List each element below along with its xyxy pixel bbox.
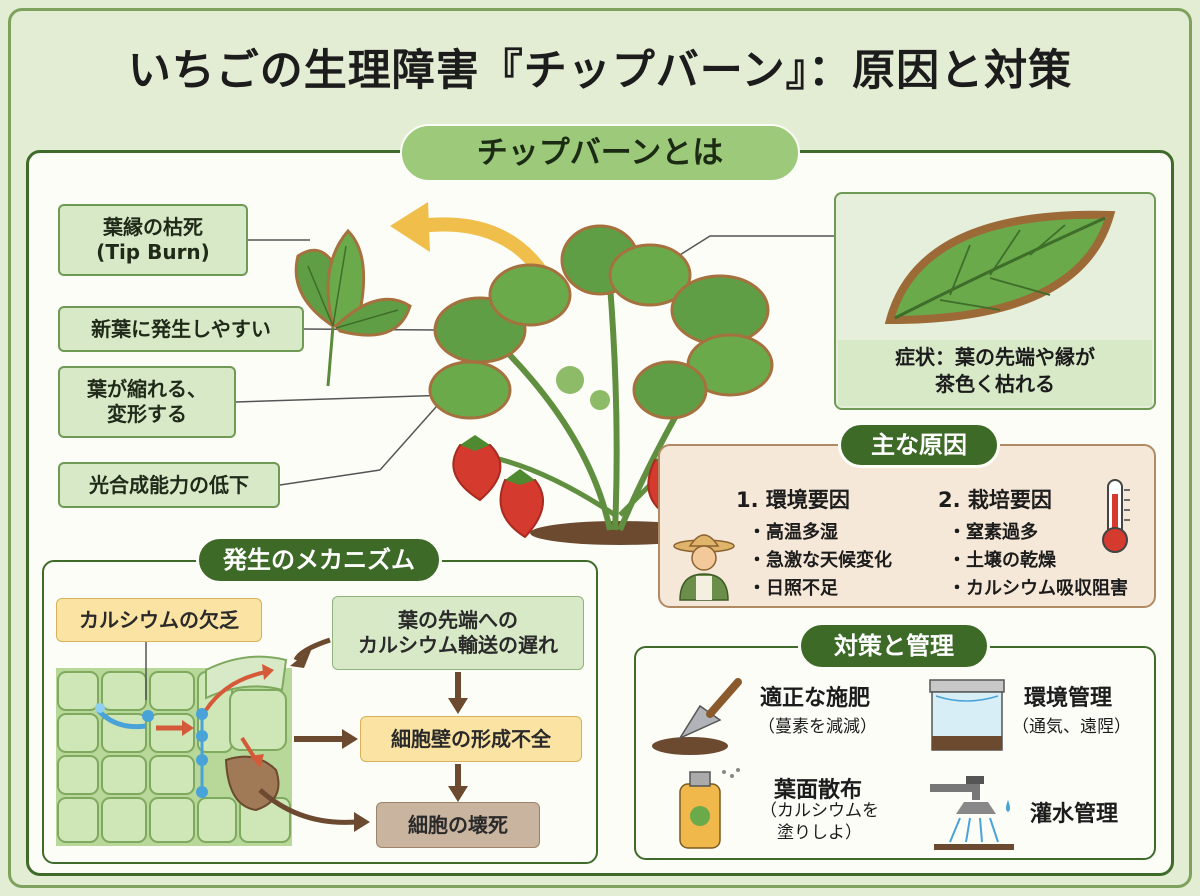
leaf-cell-illustration — [56, 655, 292, 846]
farmer-icon — [673, 534, 735, 601]
env-factor-item-2: ・急激な天候変化 — [748, 550, 892, 571]
cultivation-factor-item-3: ・カルシウム吸収阻害 — [948, 578, 1128, 599]
causes-box — [658, 444, 1156, 608]
symptom-caption-bg — [838, 340, 1152, 406]
cell-necrosis-box: 細胞の壊死 — [376, 802, 540, 848]
section-heading-measures: 対策と管理 — [798, 622, 990, 670]
measure-spray-sub: （カルシウムを 塗りしよ） — [760, 801, 879, 844]
measure-environment-sub: （通気、遠陧） — [1012, 717, 1131, 737]
leaf-closeup-icon — [884, 210, 1116, 325]
label-curled-leaves: 葉が縮れる、 変形する — [58, 366, 236, 438]
spray-can-icon — [679, 768, 740, 849]
cultivation-factor-item-2: ・土壌の乾燥 — [948, 550, 1056, 571]
measures-box — [634, 646, 1156, 860]
trowel-soil-icon — [652, 678, 742, 755]
label-new-leaves: 新葉に発生しやすい — [58, 306, 304, 352]
env-factor-title: 1. 環境要因 — [736, 488, 850, 512]
cultivation-factor-title: 2. 栽培要因 — [938, 488, 1052, 512]
calcium-deficiency-box: カルシウムの欠乏 — [56, 598, 262, 642]
page-title: いちごの生理障害『チップバーン』：原因と対策 — [127, 46, 1073, 96]
cultivation-factor-item-1: ・窒素過多 — [948, 522, 1038, 543]
section-heading-mechanism: 発生のメカニズム — [196, 536, 442, 584]
env-factor-item-3: ・日照不足 — [748, 578, 838, 599]
section-heading-about: チップバーンとは — [400, 124, 800, 182]
measure-spray-title: 葉面散布 — [774, 778, 863, 803]
section-heading-causes: 主な原因 — [838, 422, 1000, 468]
yellow-arrow-icon — [390, 202, 547, 277]
calcium-transport-box: 葉の先端への カルシウム輸送の遅れ — [332, 596, 584, 670]
thermometer-icon — [1102, 479, 1130, 553]
greenhouse-icon — [929, 679, 1005, 751]
measure-fertilizer-sub: （蔓素を減減） — [758, 717, 877, 737]
cell-wall-box: 細胞壁の形成不全 — [360, 716, 582, 762]
irrigation-icon — [930, 776, 1014, 850]
measure-fertilizer-title: 適正な施肥 — [760, 686, 871, 711]
strawberry-plant-illustration — [428, 224, 774, 545]
burnt-leaf-icon — [294, 228, 412, 387]
measure-watering-title: 灌水管理 — [1030, 802, 1119, 827]
label-tip-burn: 葉縁の枯死 (Tip Burn) — [58, 204, 248, 276]
label-photosynthesis: 光合成能力の低下 — [58, 462, 280, 508]
env-factor-item-1: ・高温多湿 — [748, 522, 838, 543]
measure-environment-title: 環境管理 — [1024, 686, 1113, 711]
symptom-caption: 症状：葉の先端や縁が 茶色く枯れる — [895, 345, 1095, 396]
